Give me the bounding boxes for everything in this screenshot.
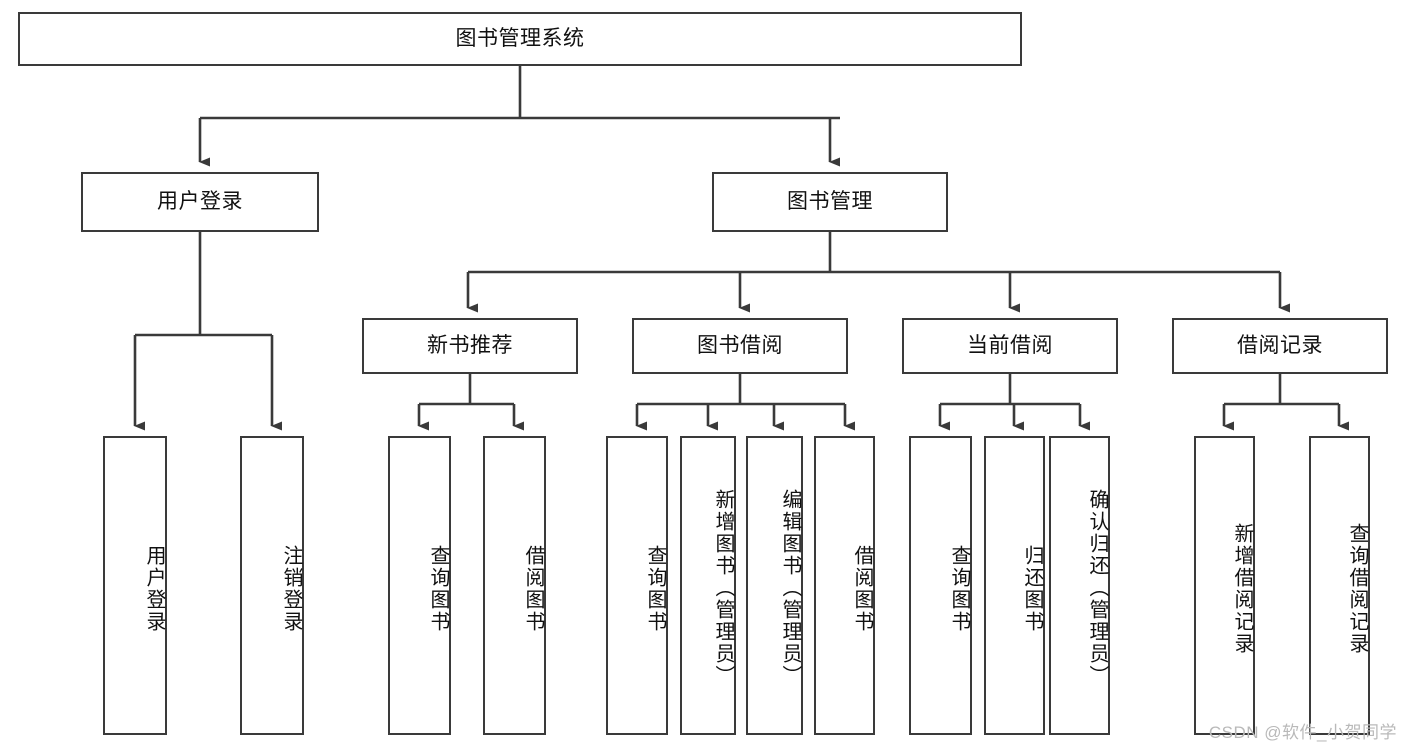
node-root[interactable]: 图书管理系统 — [18, 12, 1022, 66]
node-user-login[interactable]: 用户登录 — [81, 172, 319, 232]
node-leaf-query-book-3[interactable]: 查询图书 — [909, 436, 972, 735]
node-current-borrow-label: 当前借阅 — [967, 333, 1053, 357]
node-book-borrow[interactable]: 图书借阅 — [632, 318, 848, 374]
node-leaf-edit-book-admin-label: 编辑图书（管理员） — [779, 488, 801, 687]
node-leaf-confirm-return-admin-label: 确认归还（管理员） — [1086, 488, 1108, 687]
node-leaf-user-login-label: 用户登录 — [143, 544, 165, 633]
node-leaf-user-login[interactable]: 用户登录 — [103, 436, 167, 735]
node-leaf-add-book-admin[interactable]: 新增图书（管理员） — [680, 436, 736, 735]
node-leaf-query-book-1[interactable]: 查询图书 — [388, 436, 451, 735]
node-leaf-return-book-label: 归还图书 — [1021, 544, 1043, 633]
node-borrow-record[interactable]: 借阅记录 — [1172, 318, 1388, 374]
node-leaf-add-borrow-record[interactable]: 新增借阅记录 — [1194, 436, 1255, 735]
node-leaf-query-book-3-label: 查询图书 — [948, 544, 970, 633]
csdn-watermark: CSDN @软件_小贺同学 — [1208, 723, 1397, 742]
node-book-manage[interactable]: 图书管理 — [712, 172, 948, 232]
node-leaf-edit-book-admin[interactable]: 编辑图书（管理员） — [746, 436, 803, 735]
node-user-login-label: 用户登录 — [157, 189, 243, 213]
node-leaf-borrow-book-2[interactable]: 借阅图书 — [814, 436, 875, 735]
node-leaf-query-book-1-label: 查询图书 — [427, 544, 449, 633]
node-leaf-query-borrow-record[interactable]: 查询借阅记录 — [1309, 436, 1370, 735]
node-new-book-rec[interactable]: 新书推荐 — [362, 318, 578, 374]
node-book-borrow-label: 图书借阅 — [697, 333, 783, 357]
node-leaf-borrow-book-2-label: 借阅图书 — [851, 544, 873, 633]
node-leaf-query-book-2[interactable]: 查询图书 — [606, 436, 668, 735]
node-leaf-query-borrow-record-label: 查询借阅记录 — [1346, 522, 1368, 655]
node-book-manage-label: 图书管理 — [787, 189, 873, 213]
node-leaf-logout-login-label: 注销登录 — [280, 544, 302, 633]
node-root-label: 图书管理系统 — [455, 26, 585, 50]
node-leaf-borrow-book-1-label: 借阅图书 — [522, 544, 544, 633]
node-leaf-logout-login[interactable]: 注销登录 — [240, 436, 304, 735]
node-current-borrow[interactable]: 当前借阅 — [902, 318, 1118, 374]
node-new-book-rec-label: 新书推荐 — [427, 333, 513, 357]
node-leaf-query-book-2-label: 查询图书 — [644, 544, 666, 633]
node-leaf-return-book[interactable]: 归还图书 — [984, 436, 1045, 735]
node-leaf-confirm-return-admin[interactable]: 确认归还（管理员） — [1049, 436, 1110, 735]
node-leaf-add-borrow-record-label: 新增借阅记录 — [1231, 522, 1253, 655]
node-leaf-add-book-admin-label: 新增图书（管理员） — [712, 488, 734, 687]
node-borrow-record-label: 借阅记录 — [1237, 333, 1323, 357]
node-leaf-borrow-book-1[interactable]: 借阅图书 — [483, 436, 546, 735]
